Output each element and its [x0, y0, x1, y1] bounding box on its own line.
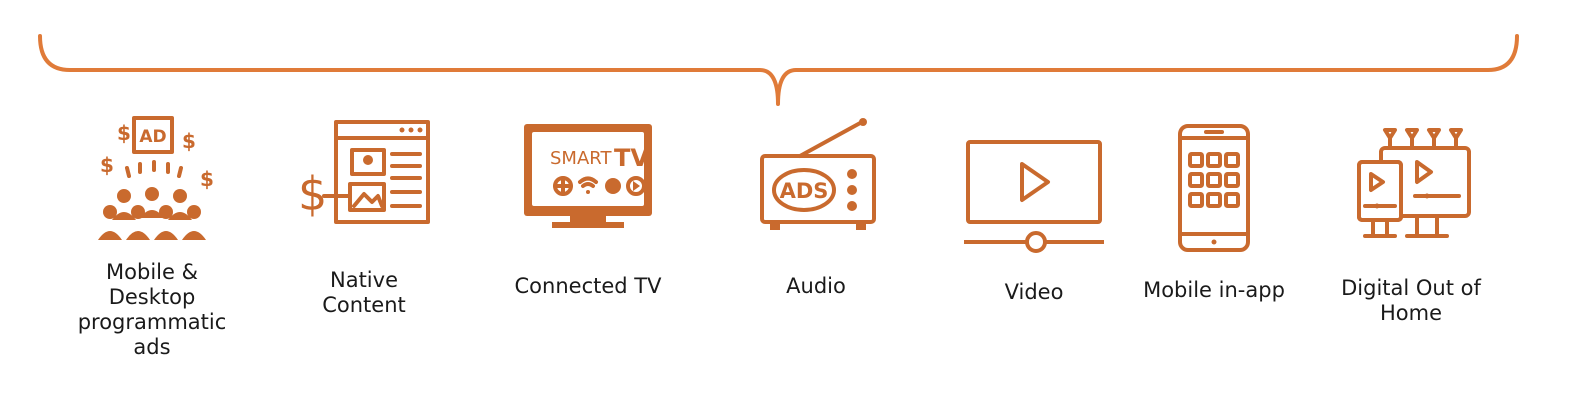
- channel-label: Native Content: [322, 268, 406, 317]
- channel-label: Connected TV: [514, 274, 662, 298]
- mobile-apps-icon: [1144, 108, 1284, 258]
- channel-digital-out-of-home: Digital Out of Home: [1321, 100, 1501, 390]
- audience-ad-money-icon: AD $ $ $ $: [82, 108, 222, 258]
- channel-label: Audio: [786, 274, 846, 298]
- svg-text:$: $: [200, 167, 214, 191]
- native-content-page-icon: $: [294, 108, 434, 258]
- channel-audio: ADS Audio: [726, 100, 906, 390]
- svg-text:SMART: SMART: [550, 148, 612, 169]
- channel-video: Video: [944, 100, 1124, 390]
- radio-ads-icon: ADS: [746, 108, 886, 258]
- channel-label: Video: [1004, 280, 1064, 304]
- channel-label: Mobile in-app: [1143, 278, 1285, 302]
- channel-connected-tv: SMART TV Connected TV: [498, 100, 678, 390]
- svg-text:ADS: ADS: [780, 179, 829, 203]
- channel-programmatic-ads: AD $ $ $ $ Mobile & Desktop programmatic…: [62, 100, 242, 390]
- svg-text:TV: TV: [614, 144, 649, 172]
- channel-native-content: $ Native Content: [274, 100, 454, 390]
- svg-text:$: $: [298, 167, 327, 221]
- digital-billboard-icon: [1341, 108, 1481, 258]
- channel-mobile-in-app: Mobile in-app: [1124, 100, 1304, 390]
- grouping-brace: [38, 34, 1519, 106]
- svg-text:$: $: [182, 129, 196, 153]
- smart-tv-icon: SMART TV: [518, 108, 658, 258]
- ad-badge-text: AD: [139, 127, 166, 147]
- svg-text:$: $: [117, 121, 131, 145]
- channel-label: Digital Out of Home: [1341, 276, 1481, 325]
- channel-label: Mobile & Desktop programmatic ads: [77, 260, 227, 359]
- svg-text:$: $: [100, 153, 114, 177]
- video-player-icon: [964, 108, 1104, 258]
